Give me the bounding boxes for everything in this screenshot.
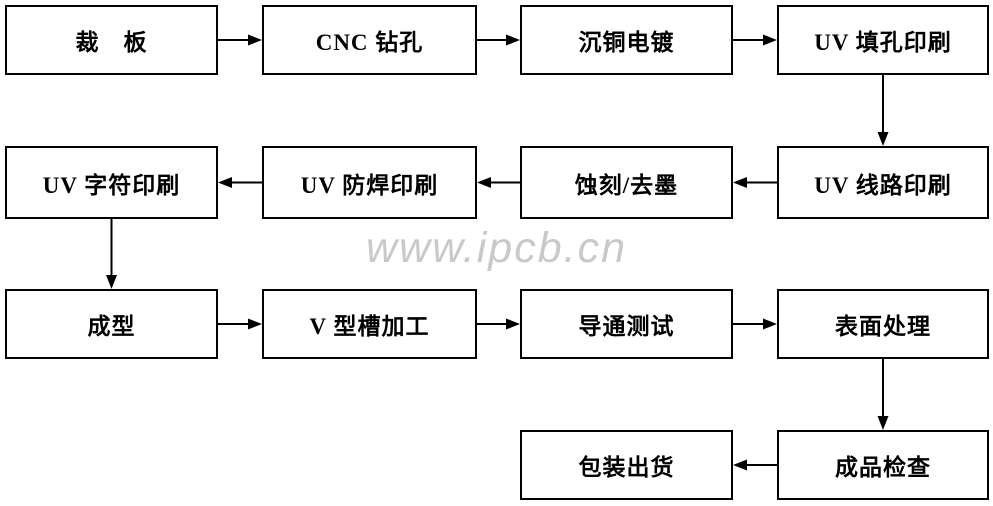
- arrowhead: [506, 34, 520, 46]
- flow-node-uv-hole-filling: UV 填孔印刷: [777, 5, 989, 75]
- flow-node-uv-legend-print: UV 字符印刷: [5, 146, 218, 219]
- arrowhead: [733, 177, 747, 188]
- arrowhead: [763, 34, 777, 46]
- watermark: www.ipcb.cn: [366, 224, 627, 272]
- flow-node-final-inspection: 成品检查: [777, 430, 989, 500]
- arrowhead: [477, 177, 491, 188]
- flow-node-forming: 成型: [5, 289, 218, 359]
- arrowhead: [733, 459, 747, 471]
- arrowhead: [877, 416, 889, 430]
- flow-node-v-groove: V 型槽加工: [262, 289, 477, 359]
- flow-node-packing-shipping: 包装出货: [520, 430, 733, 500]
- flow-node-cut-board: 裁 板: [5, 5, 218, 75]
- arrowhead: [763, 318, 777, 330]
- flow-node-uv-circuit-print: UV 线路印刷: [777, 146, 989, 219]
- arrowhead: [106, 275, 117, 289]
- arrowhead: [248, 318, 262, 330]
- flow-node-uv-soldermask: UV 防焊印刷: [262, 146, 477, 219]
- arrowhead: [506, 318, 520, 330]
- arrowhead: [877, 132, 889, 146]
- flow-node-etch-strip: 蚀刻/去墨: [520, 146, 733, 219]
- flow-node-copper-plating: 沉铜电镀: [520, 5, 733, 75]
- flow-node-surface-finish: 表面处理: [777, 289, 989, 359]
- arrowhead: [248, 34, 262, 46]
- flow-node-cnc-drilling: CNC 钻孔: [262, 5, 477, 75]
- arrowhead: [218, 177, 232, 188]
- flow-node-continuity-test: 导通测试: [520, 289, 733, 359]
